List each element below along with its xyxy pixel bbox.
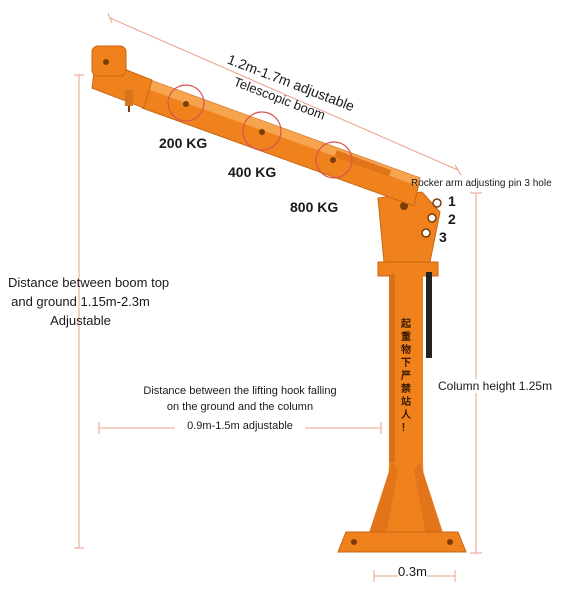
height-label-line3: Adjustable	[50, 313, 111, 328]
rocker-hole-label-2: 2	[448, 211, 456, 227]
base-plate	[337, 531, 467, 553]
height-label-line2: and ground 1.15m-2.3m	[11, 294, 150, 309]
load-label-200: 200 KG	[159, 135, 208, 151]
boom-length-tick-right	[454, 164, 462, 176]
reach-label-line3: 0.9m-1.5m adjustable	[175, 420, 305, 432]
load-circle-400	[242, 111, 282, 151]
rocker-hole-3	[421, 228, 431, 238]
warning-char: 重	[401, 332, 411, 343]
load-circles	[167, 84, 353, 179]
base-bolt-left	[351, 539, 357, 545]
boom-tip-pin	[103, 59, 109, 65]
boom-top-plate	[334, 150, 392, 177]
warning-text: 起 重 物 下 严 禁 站 人 ！	[395, 318, 417, 435]
warning-char: 物	[401, 345, 411, 356]
warning-char: 人	[401, 410, 411, 421]
boom-length-tick-left	[107, 12, 113, 24]
warning-char: 严	[401, 371, 411, 382]
rocker-hole-label-3: 3	[439, 229, 447, 245]
gusset-left	[368, 462, 398, 536]
warning-char: 禁	[401, 384, 411, 395]
warning-char: ！	[401, 423, 411, 434]
jack-handle	[426, 272, 432, 358]
base-bolt-right	[447, 539, 453, 545]
rocker-hole-1	[432, 198, 442, 208]
column-lower	[386, 462, 426, 545]
boom-length-line	[109, 17, 459, 171]
rocker-hole-label-1: 1	[448, 193, 456, 209]
rocker-pivot-bolt	[400, 202, 408, 210]
rocker-arm	[377, 191, 442, 263]
column-height-label: Column height 1.25m	[438, 379, 553, 393]
load-label-800: 800 KG	[290, 199, 339, 215]
rocker-label: Rocker arm adjusting pin 3 hole	[411, 178, 552, 189]
load-label-400: 400 KG	[228, 164, 277, 180]
height-label-line1: Distance between boom top	[8, 275, 170, 290]
column	[337, 261, 467, 553]
warning-char: 下	[401, 358, 411, 369]
column-tube-shadow	[389, 274, 395, 464]
boom-hole-400	[259, 129, 265, 135]
load-circle-800	[315, 141, 353, 179]
warning-char: 起	[401, 319, 411, 330]
gusset-right	[414, 462, 444, 536]
base-width-label: 0.3m	[398, 564, 427, 579]
boom-hole-200	[183, 101, 189, 107]
warning-char: 站	[401, 397, 411, 408]
reach-label-line1: Distance between the lifting hook fallin…	[143, 385, 337, 397]
rocker-hole-2	[427, 213, 437, 223]
boom-hole-800	[330, 157, 336, 163]
hook-mount	[125, 90, 133, 106]
load-circle-200	[167, 84, 205, 122]
reach-label-line2: on the ground and the column	[166, 401, 314, 413]
boom-tip	[91, 45, 127, 77]
